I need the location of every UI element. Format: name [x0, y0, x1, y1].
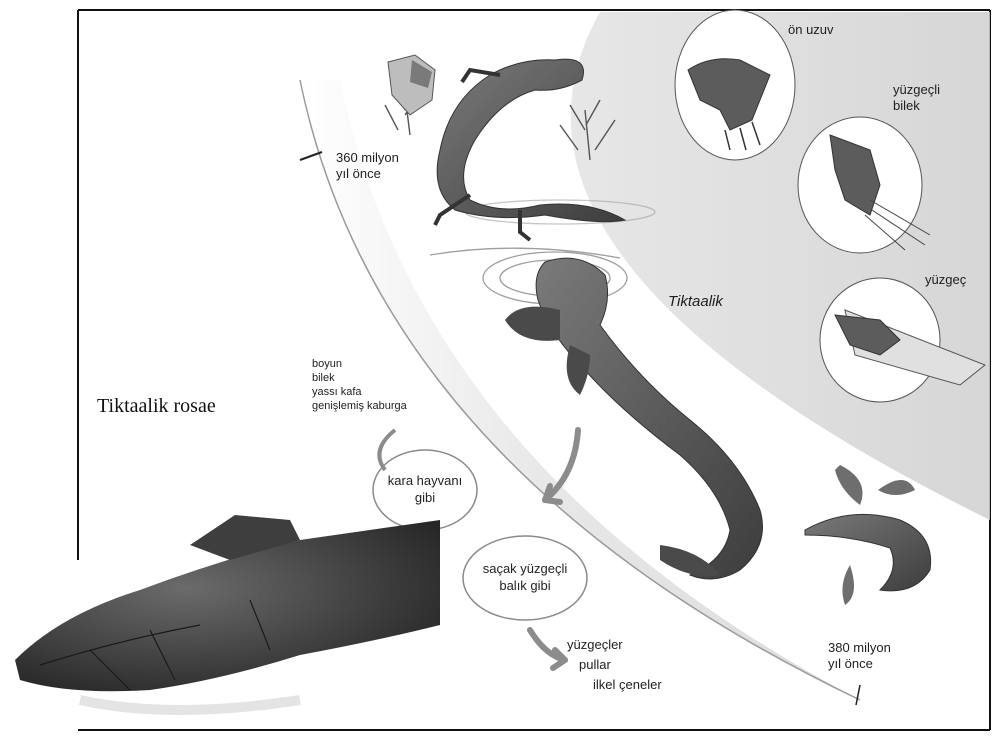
- land-bubble-line2: gibi: [373, 489, 477, 506]
- time-tick-bottom: [856, 685, 860, 705]
- time-tick-top: [300, 152, 322, 160]
- label-species-title: Tiktaalik rosae: [97, 398, 216, 414]
- label-time-bottom-line2: yıl önce: [828, 656, 891, 672]
- trait-fins: yüzgeçler: [565, 635, 662, 655]
- label-bilek-line: bilek: [893, 98, 940, 114]
- label-time-top-line1: 360 milyon: [336, 150, 399, 166]
- label-yuzgecli-line: yüzgeçli: [893, 82, 940, 98]
- fish-bubble-text: saçak yüzgeçli balık gibi: [463, 560, 587, 594]
- lobe-finned-fish-icon: [805, 465, 931, 605]
- label-yuzgecli-bilek: yüzgeçli bilek: [893, 82, 940, 114]
- label-time-top: 360 milyon yıl önce: [336, 150, 399, 182]
- label-tiktaalik: Tiktaalik: [668, 294, 723, 310]
- trait-wrist: bilek: [312, 371, 407, 385]
- label-time-bottom: 380 milyon yıl önce: [828, 640, 891, 672]
- trait-expanded-ribs: genişlemiş kaburga: [312, 399, 407, 413]
- land-traits-list: boyun bilek yassı kafa genişlemiş kaburg…: [312, 357, 407, 413]
- label-time-top-line2: yıl önce: [336, 166, 399, 182]
- rock-icon: [388, 55, 435, 115]
- forelimb-inset: [675, 10, 795, 160]
- trait-scales: pullar: [565, 655, 662, 675]
- land-bubble-text: kara hayvanı gibi: [373, 472, 477, 506]
- fish-bubble-line2: balık gibi: [463, 577, 587, 594]
- trait-flat-head: yassı kafa: [312, 385, 407, 399]
- fish-bubble-line1: saçak yüzgeçli: [463, 560, 587, 577]
- fish-traits-list: yüzgeçler pullar ilkel çeneler: [565, 635, 662, 695]
- land-bubble-line1: kara hayvanı: [373, 472, 477, 489]
- trait-primitive-jaws: ilkel çeneler: [565, 675, 662, 695]
- label-yuzgec: yüzgeç: [925, 272, 966, 288]
- label-on-uzuv: ön uzuv: [788, 22, 834, 38]
- label-time-bottom-line1: 380 milyon: [828, 640, 891, 656]
- trait-neck: boyun: [312, 357, 407, 371]
